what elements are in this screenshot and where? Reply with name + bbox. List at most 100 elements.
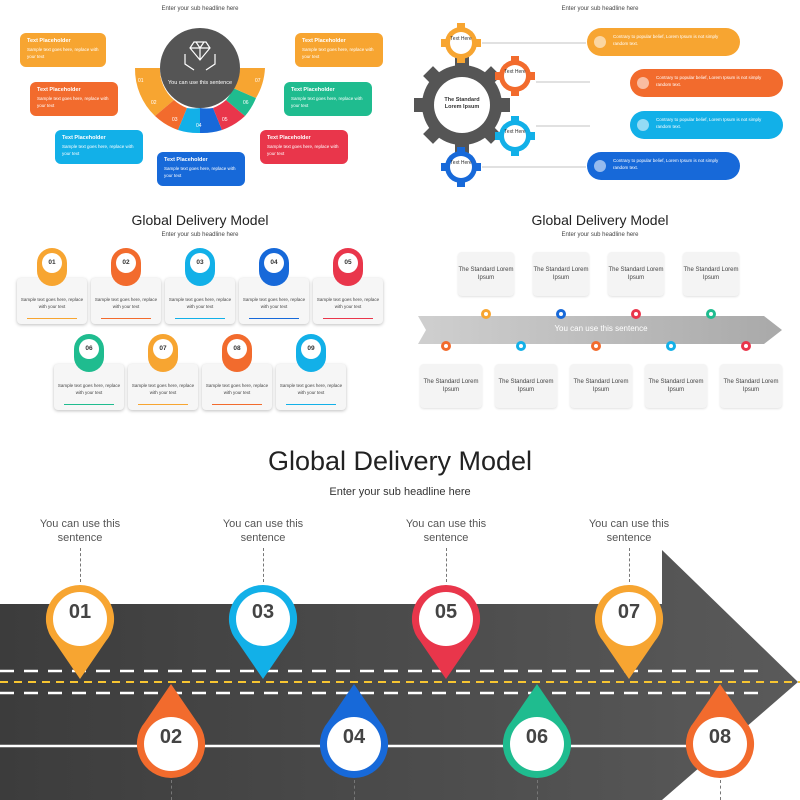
card-text: The Standard Lorem Ipsum	[648, 379, 704, 393]
placeholder-box-5: Text Placeholder Sample text goes here, …	[295, 33, 383, 67]
pin-number: 04	[342, 726, 366, 748]
panel3-subtitle: Enter your sub headline here	[161, 232, 239, 238]
dashed-connector	[537, 780, 538, 800]
diamond-hands-icon	[184, 41, 216, 71]
placeholder-box-4: Text Placeholder Sample text goes here, …	[157, 152, 245, 186]
timeline-arrow	[418, 316, 782, 344]
number-badge: 07	[148, 334, 178, 372]
pill-text: Contrary to popular belief, Lorem Ipsum …	[613, 34, 719, 46]
pin-number: 02	[159, 726, 183, 748]
timeline-dot	[516, 341, 526, 351]
arrow-text: You can use this sentence	[554, 324, 648, 333]
timeline-dot	[481, 309, 491, 319]
box-title: Text Placeholder	[164, 157, 208, 163]
top-text-card: The Standard Lorem Ipsum	[533, 252, 589, 296]
gear-icon	[495, 56, 535, 96]
segment-04: 04	[196, 123, 202, 129]
segment-02: 02	[151, 100, 157, 106]
segment-05: 05	[222, 117, 228, 123]
card-underline	[101, 318, 151, 319]
panel4-subtitle: Enter your sub headline here	[561, 232, 639, 238]
bullet-icon	[594, 36, 606, 48]
box-body: Sample text goes here, replace with your…	[62, 144, 134, 156]
card-text: Sample text goes here, replace with your…	[168, 297, 232, 309]
card-text: Sample text goes here, replace with your…	[94, 297, 158, 309]
placeholder-box-2: Text Placeholder Sample text goes here, …	[30, 82, 118, 116]
card-text: Sample text goes here, replace with your…	[131, 383, 195, 395]
badge-number: 08	[227, 339, 247, 359]
map-pin-bottom: 04	[318, 684, 390, 780]
info-pill-2: Contrary to popular belief, Lorem Ipsum …	[630, 69, 783, 97]
timeline-dot	[666, 341, 676, 351]
main-title: Global Delivery Model	[267, 446, 533, 476]
pin-caption: You can use this sentence	[222, 518, 304, 544]
gear-icon	[441, 23, 481, 63]
gear-label-3: Text Here	[504, 129, 526, 135]
map-pin-bottom: 06	[501, 684, 573, 780]
semicircle-segments	[134, 68, 265, 134]
placeholder-box-7: Text Placeholder Sample text goes here, …	[260, 130, 348, 164]
gear-icon	[441, 147, 481, 187]
timeline-dot	[706, 309, 716, 319]
gear-label-1: Text Here	[450, 36, 472, 42]
number-badge: 06	[74, 334, 104, 372]
card-underline	[286, 404, 336, 405]
bottom-text-card: The Standard Lorem Ipsum	[495, 364, 557, 408]
top-text-card: The Standard Lorem Ipsum	[683, 252, 739, 296]
pin-caption: You can use this sentence	[39, 518, 121, 544]
pin-caption: You can use this sentence	[588, 518, 670, 544]
card-text: The Standard Lorem Ipsum	[498, 379, 554, 393]
box-title: Text Placeholder	[37, 87, 81, 93]
dashed-connector	[720, 780, 721, 800]
timeline-dot	[741, 341, 751, 351]
box-body: Sample text goes here, replace with your…	[37, 96, 109, 108]
timeline-dot	[631, 309, 641, 319]
number-badge: 04	[259, 248, 289, 286]
number-badge: 09	[296, 334, 326, 372]
bottom-text-card: The Standard Lorem Ipsum	[720, 364, 782, 408]
pin-caption: You can use this sentence	[405, 518, 487, 544]
number-badge: 05	[333, 248, 363, 286]
card-underline	[323, 318, 373, 319]
info-pill-4: Contrary to popular belief, Lorem Ipsum …	[587, 152, 740, 180]
segment-01: 01	[138, 78, 144, 84]
card-text: The Standard Lorem Ipsum	[683, 267, 739, 281]
badge-number: 05	[338, 253, 358, 273]
badge-number: 03	[190, 253, 210, 273]
pin-number: 03	[251, 601, 275, 623]
segment-07: 07	[255, 78, 261, 84]
segment-06: 06	[243, 100, 249, 106]
info-pill-3: Contrary to popular belief, Lorem Ipsum …	[630, 111, 783, 139]
number-badge: 03	[185, 248, 215, 286]
dashed-connector	[629, 548, 630, 582]
card-underline	[27, 318, 77, 319]
card-text: The Standard Lorem Ipsum	[723, 379, 779, 393]
center-circle: You can use this sentence	[160, 28, 240, 108]
box-body: Sample text goes here, replace with your…	[164, 166, 236, 178]
map-pin-bottom: 08	[684, 684, 756, 780]
info-pill-1: Contrary to popular belief, Lorem Ipsum …	[587, 28, 740, 56]
badge-number: 06	[79, 339, 99, 359]
badge-number: 09	[301, 339, 321, 359]
placeholder-box-3: Text Placeholder Sample text goes here, …	[55, 130, 143, 164]
map-pin-bottom: 02	[135, 684, 207, 780]
numbered-card: Sample text goes here, replace with your…	[202, 364, 272, 410]
bottom-text-card: The Standard Lorem Ipsum	[570, 364, 632, 408]
box-title: Text Placeholder	[302, 38, 346, 44]
number-badge: 02	[111, 248, 141, 286]
gear-label-4: Text Here	[450, 160, 472, 166]
timeline-dot	[591, 341, 601, 351]
card-text: Sample text goes here, replace with your…	[316, 297, 380, 309]
panel3-title: Global Delivery Model	[131, 212, 269, 228]
dashed-connector	[171, 780, 172, 800]
number-badge: 08	[222, 334, 252, 372]
pin-number: 06	[525, 726, 549, 748]
card-underline	[212, 404, 262, 405]
card-text: Sample text goes here, replace with your…	[205, 383, 269, 395]
bullet-icon	[637, 119, 649, 131]
card-underline	[64, 404, 114, 405]
numbered-card: Sample text goes here, replace with your…	[91, 278, 161, 324]
badge-number: 07	[153, 339, 173, 359]
top-text-card: The Standard Lorem Ipsum	[608, 252, 664, 296]
panel4-title: Global Delivery Model	[531, 212, 669, 228]
